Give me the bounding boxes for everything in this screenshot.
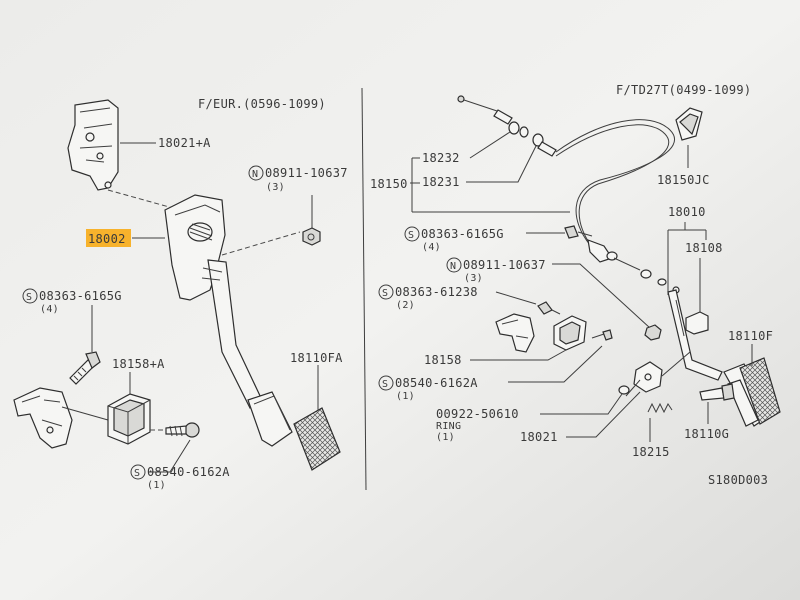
bracket-right-drawing [495,313,535,353]
label-08363-6165G-left: 08363-6165G [39,289,122,303]
leader-18021 [566,391,641,438]
label-08540-6162A-right: 08540-6162A [395,376,478,390]
stopper-18158A-drawing [107,393,151,445]
n-symbol-left: N [252,169,258,180]
n-symbol-circle-right [446,257,462,273]
pad-cover-18110FA-drawing [293,407,341,471]
leader-18158 [470,349,567,361]
qty-08363-left: (4) [40,304,59,315]
bracket-18010 [667,222,707,295]
label-08363-6165G-right: 08363-6165G [421,227,504,241]
right-header: F/TD27T(0499-1099) [616,83,751,97]
ring-drawing [618,385,630,395]
label-08363-61238: 08363-61238 [395,285,478,299]
screw-drawing-right-2 [537,301,561,315]
label-08911-10637-right: 08911-10637 [463,258,546,272]
stopper-18158-drawing [553,315,587,351]
diagram-code: S180D003 [708,473,768,487]
label-18158A: 18158+A [112,357,165,371]
label-18158: 18158 [424,353,462,367]
label-18110G: 18110G [684,427,729,441]
bracket-left-drawing [13,387,73,449]
leader-08540-right [508,345,603,383]
panel-divider [361,87,367,491]
qty-08911-right: (3) [464,273,483,284]
s-symbol-circle-right-3 [378,375,394,391]
n-symbol-circle-left [248,165,264,181]
qty-08363-6165G-right: (4) [422,242,441,253]
highlight-18002 [86,229,131,247]
n-symbol-right: N [450,261,456,272]
pedal-pad-drawing [247,391,293,447]
qty-08540-left: (1) [147,480,166,491]
screw-drawing-left-2 [165,422,200,438]
label-18002: 18002 [88,232,126,246]
pad-18110F-drawing [723,357,781,427]
leader-bracket-left [61,406,109,421]
assembly-line-1 [107,189,181,211]
s-symbol-right-1: S [408,230,414,241]
label-18110FA: 18110FA [290,351,343,365]
leader-nut-right [552,263,651,329]
leader-18231 [466,145,537,183]
screw-drawing-right-3 [591,329,613,341]
label-18010: 18010 [668,205,706,219]
label-18150JC: 18150JC [657,173,710,187]
leader-08363-61238 [495,291,537,305]
left-header: F/EUR.(0596-1099) [198,97,326,111]
bracket-18021A-drawing [67,99,119,191]
label-18108: 18108 [685,241,723,255]
bracket-18150 [410,157,570,213]
spring-18215-drawing [647,402,673,414]
qty-08911-left: (3) [266,182,285,193]
s-symbol-right-2: S [382,288,388,299]
nut-drawing-left [302,227,321,246]
cable-18150-drawing [457,95,680,294]
grommet-18150JC-drawing [675,107,703,141]
s-symbol-circle-left-1 [22,288,38,304]
bushing-18108-drawing [685,311,709,335]
accelerator-pedal-assembly-drawing [164,194,263,409]
s-symbol-circle-right-1 [404,226,420,242]
label-08911-10637-left: 08911-10637 [265,166,348,180]
s-symbol-circle-left-2 [130,464,146,480]
label-18231: 18231 [422,175,460,189]
pedal-arm-18010-drawing [667,289,723,381]
label-18021A: 18021+A [158,136,211,150]
assembly-line-2 [221,231,301,256]
label-18021: 18021 [520,430,558,444]
s-symbol-left-1: S [26,292,32,303]
lever-18021-drawing [625,351,691,397]
s-symbol-circle-right-2 [378,284,394,300]
stopper-bolt-18110G-drawing [699,383,735,401]
label-18232: 18232 [422,151,460,165]
leader-ring [540,393,623,415]
label-18110F: 18110F [728,329,773,343]
qty-08363-61238: (2) [396,300,415,311]
label-08540-6162A-left: 08540-6162A [147,465,230,479]
nut-drawing-right [644,324,662,341]
screw-drawing-left [69,351,101,385]
screw-drawing-right-1 [564,225,593,239]
s-symbol-right-3: S [382,379,388,390]
leader-08540-left [148,439,191,473]
qty-08540-right: (1) [396,391,415,402]
label-ring: RING [436,421,461,432]
label-18150: 18150 [370,177,408,191]
label-18215: 18215 [632,445,670,459]
qty-ring: (1) [436,432,455,443]
label-00922-50610: 00922-50610 [436,407,519,421]
s-symbol-left-2: S [134,468,140,479]
leader-18232 [469,131,511,159]
